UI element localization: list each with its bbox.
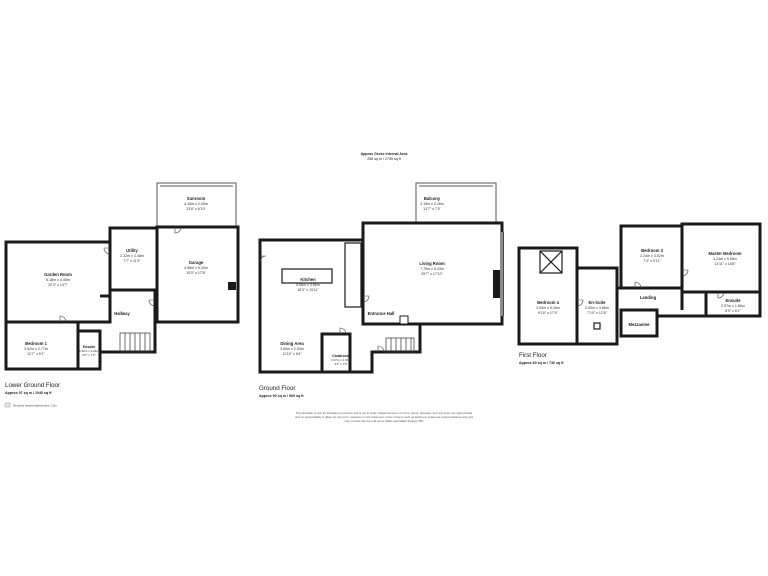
door-icon: [339, 327, 347, 335]
gross-area-value: 256 sq m / 2755 sq ft: [367, 157, 401, 161]
kitchen-counter: [344, 242, 362, 308]
master-bedroom-label: Master Bedroom: [708, 251, 741, 256]
garage-outline: [155, 225, 240, 324]
balcony-label: Balcony: [424, 196, 441, 201]
legend-swatch: [4, 402, 11, 408]
disclaimer-line-1: This floorplan is only for illustrative …: [296, 411, 473, 415]
disclaimer-line-2: and no responsibility is taken for any e…: [295, 415, 473, 419]
cloakroom-label: Cloakroom: [332, 354, 350, 358]
door-icon: [259, 255, 267, 263]
garden-room-dims: 6.18m x 4.45m: [46, 278, 70, 282]
legend-label: Denotes head height below 1.5m: [13, 404, 57, 408]
entrance-hall-label: Entrance Hall: [368, 311, 395, 316]
kitchen-imperial: 18'3" x 15'11": [297, 288, 319, 292]
master-ensuite-label: Ensuite: [725, 298, 741, 303]
bedroom4-imperial: 9'10" x 17'4": [538, 311, 558, 315]
lower-floor-area: Approx 97 sq m / 1040 sq ft: [5, 391, 52, 395]
bedroom1-dims: 3.52m x 2.77m: [24, 347, 48, 351]
ensuite-big-imperial: 7'10" x 12'8": [587, 311, 607, 315]
ground-floor-area: Approx 90 sq m / 969 sq ft: [259, 394, 304, 398]
landing-outline: [617, 286, 684, 310]
dining-imperial: 11'10" x 8'4": [282, 352, 302, 356]
skylight-icon: [539, 250, 563, 274]
gross-area-title: Approx Gross Internal Area: [361, 152, 409, 156]
master-ensuite-imperial: 6'9" x 6'1": [725, 309, 741, 313]
kitchen-dining-outline: [258, 238, 363, 374]
bedroom3-dims: 2.24m x 3.02m: [640, 254, 664, 258]
bedroom4-outline: [517, 246, 579, 346]
disclaimer-line-3: may not look like the real items. Made w…: [344, 419, 424, 423]
garage-label: Garage: [189, 260, 204, 265]
garden-room-outline: [4, 240, 112, 324]
utility-imperial: 7'7" x 11'5": [123, 259, 141, 263]
ensuite-big-dims: 2.40m x 3.86m: [585, 306, 609, 310]
ground-floor-plan: Balcony 4.15m x 2.26m 13'7" x 7'5" Livin…: [258, 182, 504, 398]
door-icon: [377, 345, 385, 353]
bedroom4-dims: 3.00m x 5.28m: [536, 306, 560, 310]
utility-label: Utility: [126, 248, 138, 253]
bedroom3-imperial: 7'4" x 9'11": [643, 259, 661, 263]
lower-ground-floor-plan: Garden Room 6.18m x 4.45m 20'3" x 14'7" …: [4, 182, 240, 408]
ensuite1-outline: [76, 329, 102, 371]
cloakroom-outline: [320, 332, 352, 374]
garage-dims: 4.56m x 5.33m: [184, 266, 208, 270]
dining-dims: 3.60m x 2.53m: [280, 347, 304, 351]
garden-room-imperial: 20'3" x 14'7": [48, 283, 68, 287]
door-icon: [634, 281, 642, 289]
skylight-small-icon: [593, 322, 601, 330]
living-room-imperial: 25'7" x 17'10": [421, 272, 443, 276]
lower-stairs-icon: [119, 332, 151, 353]
hallway-label: Hallway: [114, 311, 130, 316]
ground-stairs-icon: [385, 337, 415, 353]
kitchen-label: Kitchen: [300, 277, 316, 282]
bedroom3-label: Bedroom 3: [641, 248, 664, 253]
door-icon: [576, 299, 584, 307]
cloakroom-dims: 0.97m x 2.36m: [331, 358, 351, 362]
kitchen-dims: 5.56m x 4.85m: [296, 283, 320, 287]
ensuite1-imperial: 5'0" x 7'4": [82, 353, 95, 357]
door-icon: [362, 295, 370, 303]
door-icon: [103, 247, 111, 255]
door-icon: [59, 315, 67, 323]
sunroom-label: Sunroom: [187, 196, 206, 201]
lower-floor-title: Lower Ground Floor: [5, 382, 60, 389]
landing-label: Landing: [640, 295, 657, 300]
utility-dims: 2.32m x 3.48m: [120, 254, 144, 258]
bedroom1-imperial: 11'7" x 9'1": [27, 352, 45, 356]
first-floor-plan: Bedroom 4 3.00m x 5.28m 9'10" x 17'4" En…: [517, 222, 762, 365]
master-bedroom-dims: 4.24m x 5.08m: [713, 257, 737, 261]
ensuite-big-label: En-Suite: [589, 300, 607, 305]
door-icon: [681, 269, 689, 277]
sunroom-dims: 4.15m x 2.05m: [184, 202, 208, 206]
garden-room-label: Garden Room: [44, 272, 72, 277]
garage-imperial: 15'0" x 17'6": [186, 271, 206, 275]
kitchen-island: [281, 268, 333, 284]
dining-label: Dining Area: [280, 341, 304, 346]
cloakroom-imperial: 3'2" x 7'9": [334, 362, 347, 366]
master-ensuite-outline: [704, 290, 762, 318]
first-floor-title: First Floor: [519, 352, 547, 359]
disclaimer: This floorplan is only for illustrative …: [295, 411, 473, 423]
mezzanine-label: Mezzanine: [629, 322, 651, 327]
ground-floor-title: Ground Floor: [259, 385, 295, 392]
balcony-dims: 4.15m x 2.26m: [420, 202, 444, 206]
door-icon: [148, 299, 156, 307]
bedroom1-label: Bedroom 1: [25, 341, 48, 346]
master-bedroom-imperial: 13'11" x 16'8": [714, 262, 736, 266]
ensuite1-label: Ensuite: [83, 345, 95, 349]
sunroom-imperial: 13'8" x 6'10": [186, 207, 206, 211]
ensuite1-dims: 1.52m x 2.24m: [79, 349, 99, 353]
door-icon: [717, 291, 725, 299]
living-room-dims: 7.79m x 5.43m: [420, 267, 444, 271]
mezzanine-outline: [619, 308, 659, 338]
balcony-imperial: 13'7" x 7'5": [423, 207, 441, 211]
living-room-label: Living Room: [419, 261, 445, 266]
entrance-hall-outline: [350, 290, 422, 374]
bedroom4-label: Bedroom 4: [537, 300, 560, 305]
door-icon: [174, 226, 182, 234]
master-ensuite-dims: 2.07m x 1.86m: [721, 304, 745, 308]
first-floor-area: Approx 69 sq m / 746 sq ft: [519, 361, 564, 365]
